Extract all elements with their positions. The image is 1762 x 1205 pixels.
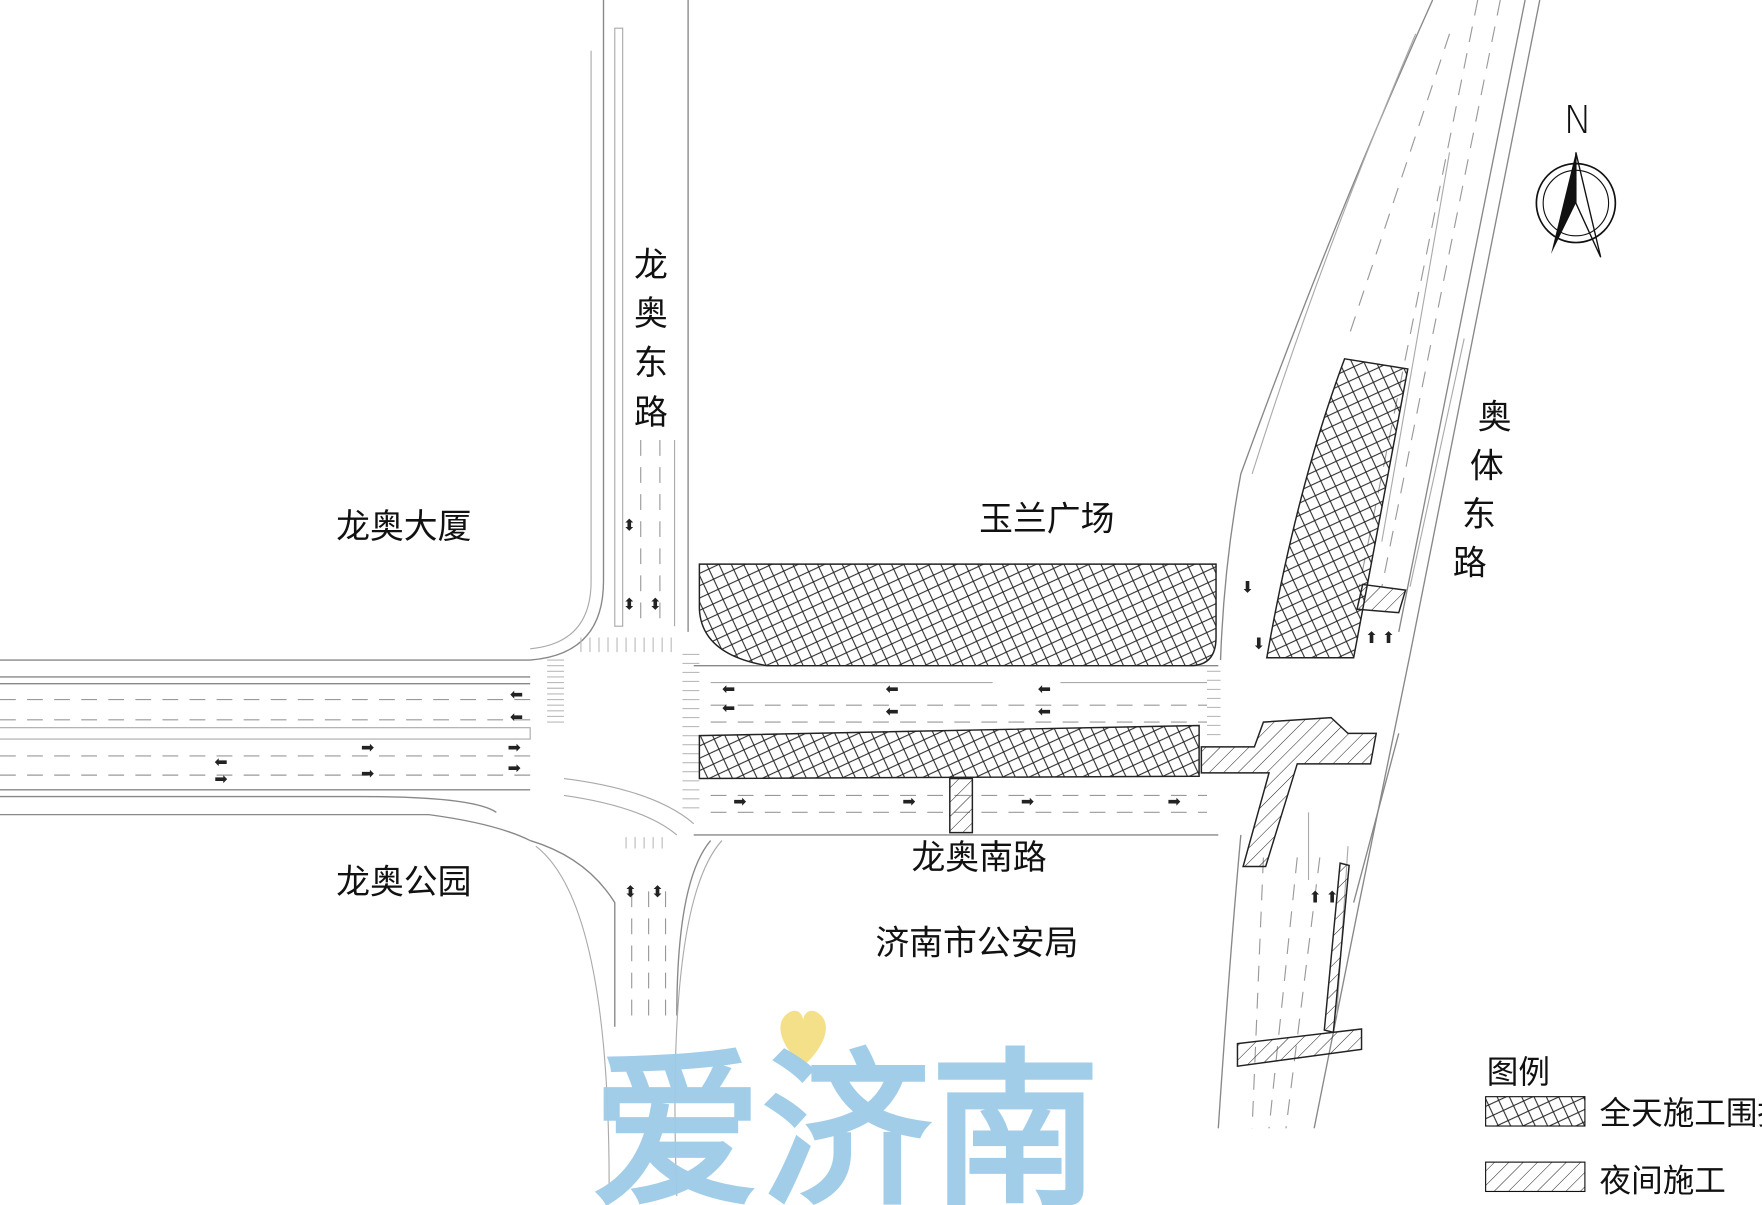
zone-south-road-median [698, 724, 1200, 780]
label-aoti-east-road-3: 东 [1462, 495, 1496, 534]
legend: 图例 全天施工围挡 夜间施工 [1485, 1055, 1762, 1199]
svg-text:➡: ➡ [214, 769, 227, 788]
label-longao-east-road-2: 奥 [634, 294, 668, 333]
svg-text:➡: ➡ [733, 792, 746, 811]
svg-text:⬆: ⬆ [1365, 628, 1378, 647]
legend-swatch-diagonal [1485, 1161, 1586, 1193]
crosswalks [547, 637, 1221, 849]
place-labels: 龙 奥 东 路 龙奥大厦 玉兰广场 奥 体 东 路 龙奥南路 龙奥公园 济南市公… [336, 245, 1511, 962]
watermark-logo: 爱济南 [592, 1010, 1100, 1205]
label-longao-south-road: 龙奥南路 [911, 838, 1046, 877]
compass-label: N [1563, 98, 1592, 143]
lane-arrows: ⬅⬅ ➡➡➡➡ ⬅➡ ⬅⬅⬅⬅⬅⬅ ➡➡➡➡ ⬍⬍⬍ ⬍⬍ ⬇⬇⬆⬆ ⬆⬆ [214, 515, 1395, 906]
label-aoti-east-road-1: 奥 [1478, 398, 1512, 437]
svg-text:⬆: ⬆ [1309, 888, 1322, 907]
svg-text:➡: ➡ [1168, 792, 1181, 811]
label-longao-building: 龙奥大厦 [336, 507, 471, 546]
svg-text:⬅: ⬅ [510, 685, 523, 704]
svg-text:⬍: ⬍ [649, 594, 662, 613]
label-police-bureau: 济南市公安局 [875, 924, 1078, 963]
svg-text:⬍: ⬍ [651, 882, 664, 901]
zone-night-bottom [1236, 1028, 1363, 1068]
aoti-east-road [1217, 0, 1541, 1129]
svg-text:⬅: ⬅ [1038, 679, 1051, 698]
svg-text:⬅: ⬅ [722, 679, 735, 698]
svg-text:⬅: ⬅ [510, 707, 523, 726]
label-yulan-square: 玉兰广场 [979, 499, 1114, 538]
label-longao-park: 龙奥公园 [336, 863, 471, 902]
svg-text:⬍: ⬍ [623, 594, 636, 613]
zone-night-south-rect [949, 777, 974, 834]
all-day-construction-zones [698, 357, 1409, 780]
svg-text:➡: ➡ [902, 792, 915, 811]
label-longao-east-road-3: 东 [634, 344, 668, 383]
legend-swatch-crosshatch [1485, 1096, 1586, 1127]
night-construction-zones [949, 583, 1407, 1068]
svg-text:⬇: ⬇ [1241, 577, 1254, 596]
longao-east-road [0, 0, 689, 661]
svg-text:➡: ➡ [361, 764, 374, 783]
label-aoti-east-road-4: 路 [1453, 543, 1487, 582]
svg-text:⬍: ⬍ [623, 515, 636, 534]
heart-icon [780, 1010, 826, 1067]
svg-text:➡: ➡ [508, 738, 521, 757]
svg-text:➡: ➡ [361, 738, 374, 757]
svg-text:⬆: ⬆ [1325, 888, 1338, 907]
label-longao-east-road-1: 龙 [634, 245, 668, 284]
legend-label-night: 夜间施工 [1600, 1163, 1726, 1199]
legend-label-all-day: 全天施工围挡 [1600, 1096, 1762, 1132]
svg-text:⬅: ⬅ [214, 752, 227, 771]
watermark-text: 爱济南 [592, 1033, 1100, 1205]
svg-text:⬅: ⬅ [1038, 701, 1051, 720]
legend-title: 图例 [1487, 1055, 1550, 1091]
zone-night-t [1200, 716, 1378, 868]
zone-yulan-square [698, 563, 1217, 667]
svg-text:⬇: ⬇ [1252, 634, 1265, 653]
label-longao-east-road-4: 路 [634, 393, 668, 432]
svg-text:⬆: ⬆ [1382, 628, 1395, 647]
svg-text:⬍: ⬍ [624, 882, 637, 901]
zone-night-1 [1356, 583, 1407, 614]
north-arrow-icon: N [1535, 98, 1617, 258]
svg-text:⬅: ⬅ [886, 679, 899, 698]
longao-south-road [0, 665, 1219, 1196]
svg-text:⬅: ⬅ [722, 698, 735, 717]
svg-text:➡: ➡ [508, 758, 521, 777]
zone-aoti-road [1265, 357, 1409, 659]
svg-text:➡: ➡ [1021, 792, 1034, 811]
svg-text:⬅: ⬅ [886, 701, 899, 720]
label-aoti-east-road-2: 体 [1470, 446, 1504, 485]
